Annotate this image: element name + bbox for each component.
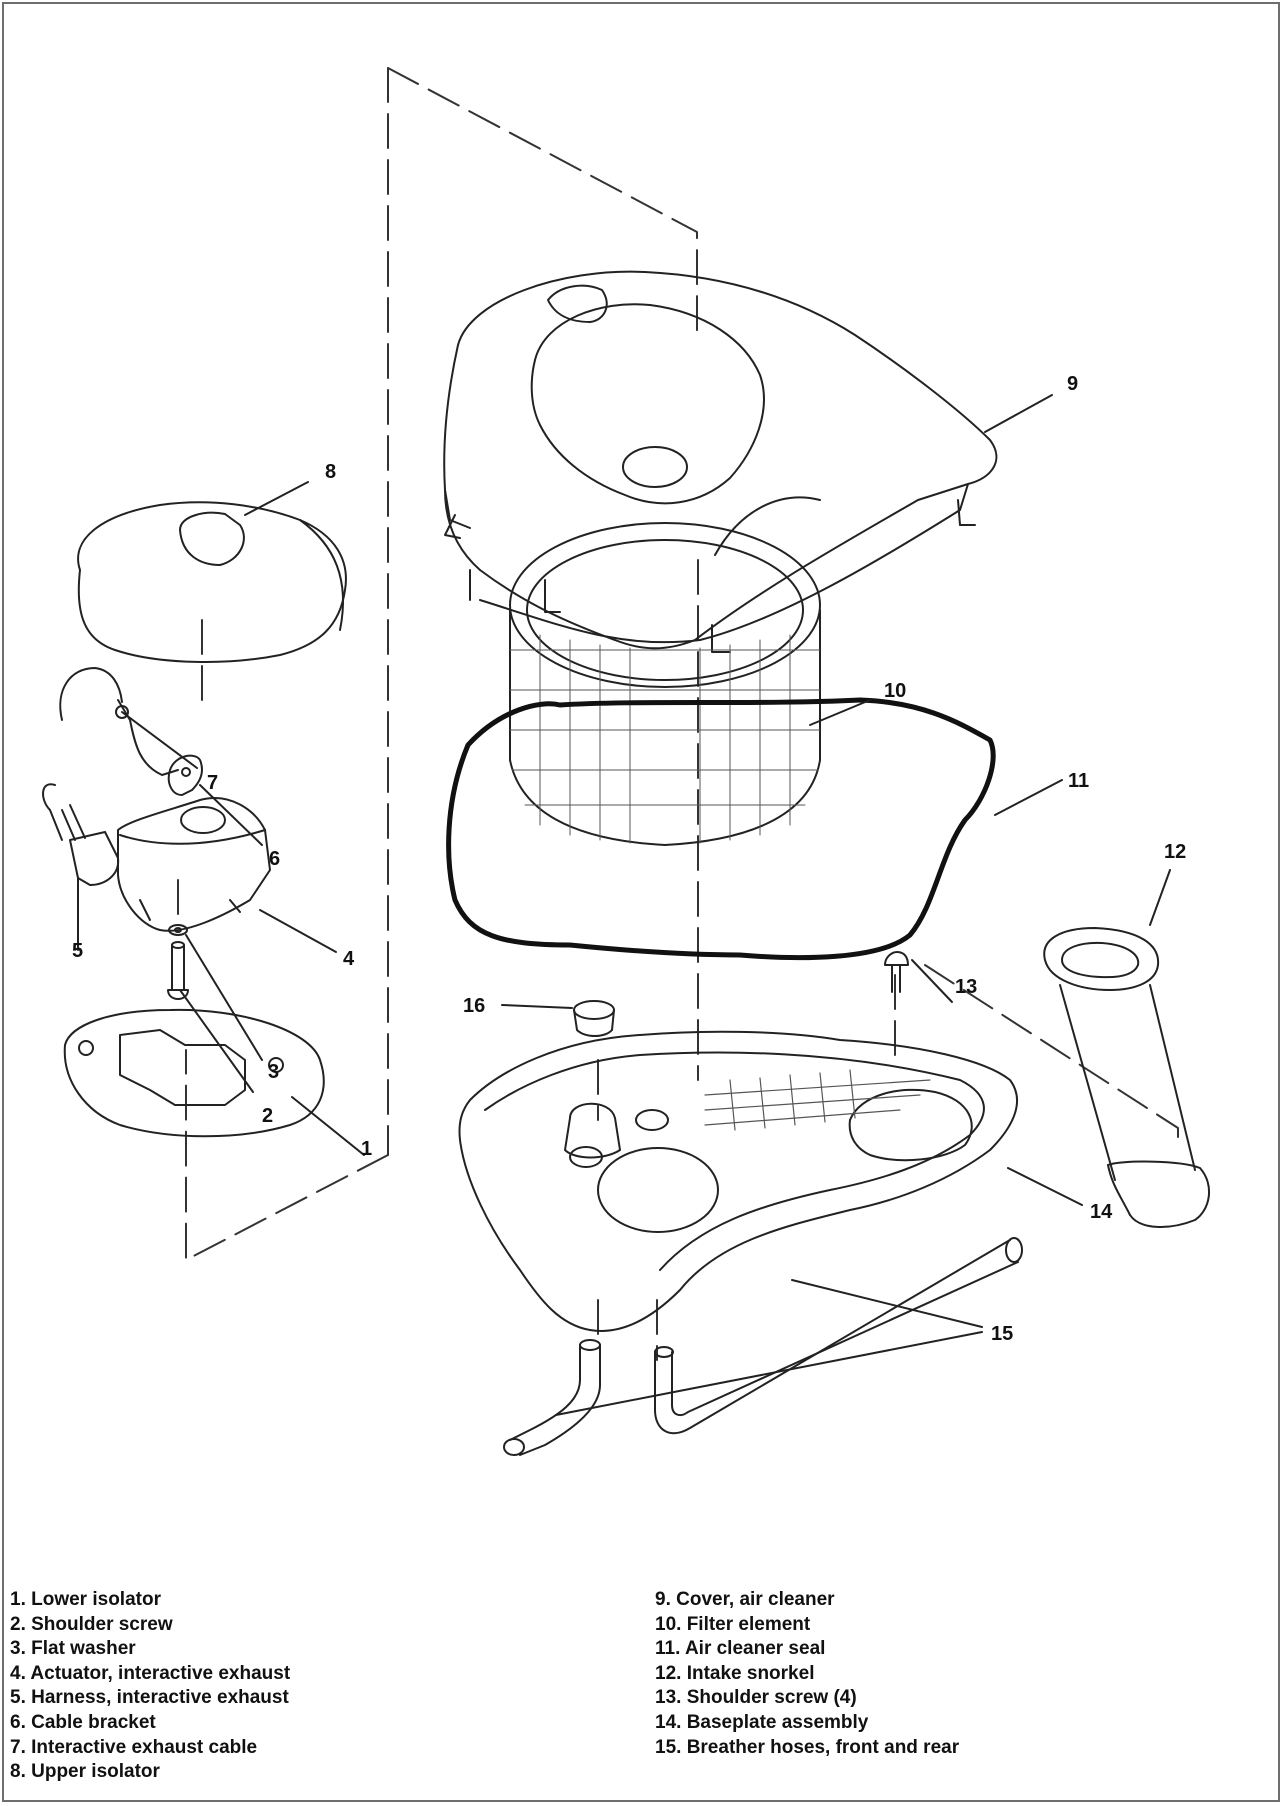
callout-11: 11: [1068, 770, 1089, 792]
cover-air-cleaner-part: [443, 270, 998, 653]
shoulder-screw-4-part: [884, 951, 909, 993]
callout-7: 7: [207, 772, 218, 794]
callout-13: 13: [955, 976, 977, 998]
grommet-part: [573, 1000, 615, 1037]
air-cleaner-seal-part: [446, 697, 996, 961]
callout-1: 1: [361, 1138, 372, 1160]
legend-item-6: 6. Cable bracket: [10, 1711, 156, 1733]
assembly-guide-lines: [177, 67, 1179, 1361]
callout-labels: 9 8 10 11 12 7 6 5 4 3 2 1 16 13 14 15: [72, 373, 1186, 1345]
legend-item-2: 2. Shoulder screw: [10, 1613, 173, 1635]
legend-item-10: 10. Filter element: [655, 1613, 811, 1635]
legend-item-9: 9. Cover, air cleaner: [655, 1589, 835, 1610]
legend-item-15: 15. Breather hoses, front and rear: [655, 1736, 960, 1758]
harness-interactive-exhaust-part: [42, 783, 120, 951]
callout-14: 14: [1090, 1201, 1113, 1223]
callout-8: 8: [325, 461, 336, 483]
shoulder-screw-part: [167, 941, 189, 1000]
callout-3: 3: [268, 1061, 279, 1083]
callout-5: 5: [72, 940, 83, 962]
filter-element-part: [509, 522, 821, 846]
callout-2: 2: [262, 1105, 273, 1127]
leader-lines: [121, 394, 1171, 1416]
breather-hoses-part: [503, 1237, 1023, 1456]
lower-isolator-part: [63, 1008, 325, 1138]
callout-16: 16: [463, 995, 485, 1017]
flat-washer-part: [168, 924, 188, 936]
callout-10: 10: [884, 680, 906, 702]
callout-4: 4: [343, 948, 355, 970]
baseplate-assembly-part: [458, 1030, 1019, 1332]
callout-9: 9: [1067, 373, 1078, 395]
legend-item-8: 8. Upper isolator: [10, 1761, 160, 1783]
legend-item-4: 4. Actuator, interactive exhaust: [10, 1662, 291, 1684]
legend-item-5: 5. Harness, interactive exhaust: [10, 1687, 289, 1709]
legend-item-11: 11. Air cleaner seal: [655, 1638, 826, 1660]
legend-right-column: 9. Cover, air cleaner 10. Filter element…: [655, 1588, 959, 1760]
legend-item-1: 1. Lower isolator: [10, 1589, 161, 1610]
intake-snorkel-part: [1043, 927, 1211, 1228]
legend-left-column: 1. Lower isolator 2. Shoulder screw 3. F…: [10, 1588, 290, 1785]
legend-item-13: 13. Shoulder screw (4): [655, 1687, 857, 1709]
upper-isolator-part: [77, 501, 347, 663]
legend-item-12: 12. Intake snorkel: [655, 1662, 815, 1684]
legend-item-3: 3. Flat washer: [10, 1638, 136, 1660]
callout-12: 12: [1164, 841, 1186, 863]
callout-6: 6: [269, 848, 280, 870]
callout-15: 15: [991, 1323, 1013, 1345]
legend-item-14: 14. Baseplate assembly: [655, 1711, 869, 1733]
legend-item-7: 7. Interactive exhaust cable: [10, 1736, 258, 1758]
interactive-exhaust-cable-part: [59, 667, 179, 776]
actuator-interactive-exhaust-part: [117, 797, 271, 932]
cable-bracket-part: [167, 754, 203, 796]
